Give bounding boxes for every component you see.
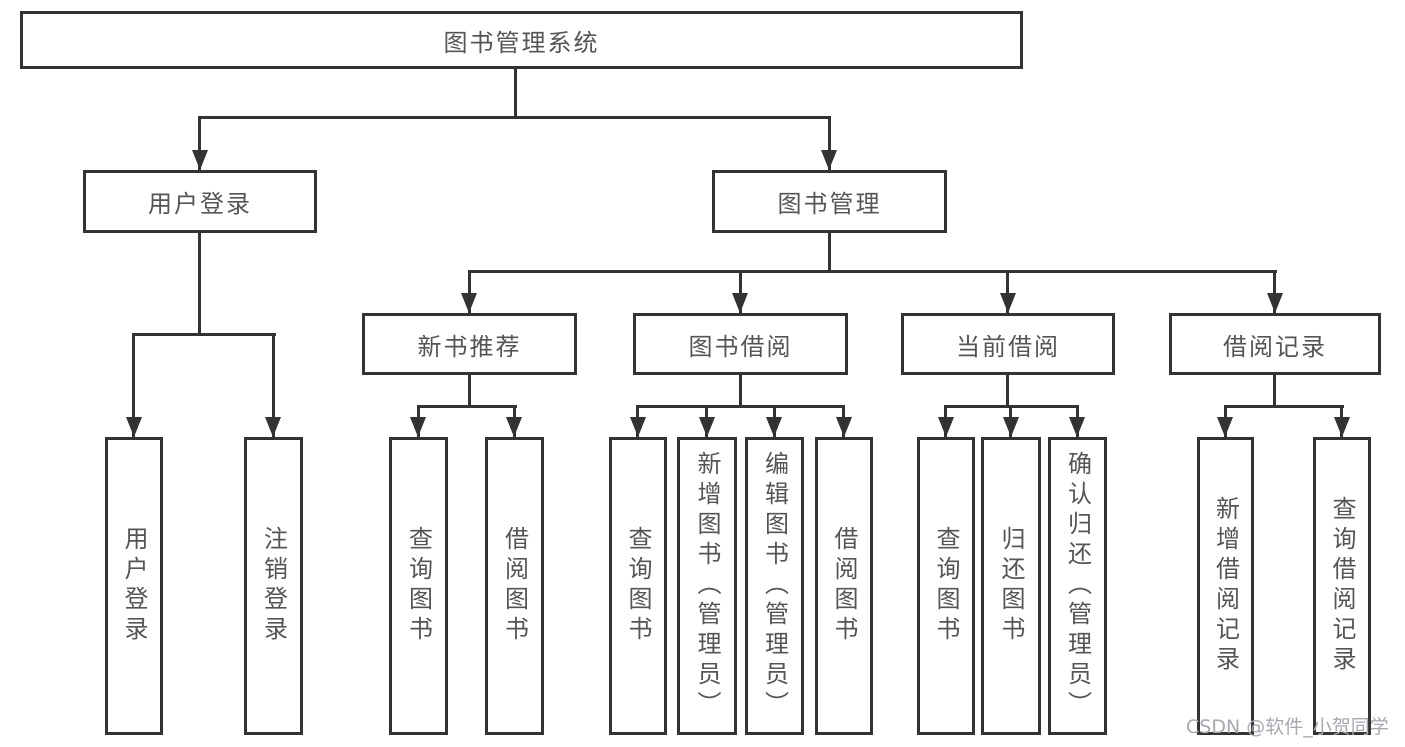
connector-user-login-stem xyxy=(198,233,201,336)
connector-book-mgmt-bar xyxy=(468,270,1277,273)
node-book-borrowing: 图书借阅 xyxy=(633,313,848,375)
leaf-return-book: 归还图书 xyxy=(981,437,1041,735)
connector-current-stem xyxy=(1006,375,1009,408)
arrowhead-down-icon xyxy=(506,417,522,437)
arrowhead-down-icon xyxy=(821,150,837,170)
arrowhead-down-icon xyxy=(1003,417,1019,437)
node-label: 新书推荐 xyxy=(417,332,522,361)
leaf-label: 新增借阅记录 xyxy=(1211,496,1240,676)
leaf-logout-login: 注销登录 xyxy=(244,437,303,735)
node-user-login: 用户登录 xyxy=(83,170,317,233)
arrowhead-down-icon xyxy=(766,417,782,437)
connector-to-book-borrowing xyxy=(739,270,742,313)
leaf-label: 借阅图书 xyxy=(500,526,529,646)
leaf-label: 用户登录 xyxy=(120,526,148,646)
connector-user-login-bar xyxy=(132,333,276,336)
arrowhead-down-icon xyxy=(630,417,646,437)
arrowhead-down-icon xyxy=(1267,293,1283,313)
leaf-label: 借阅图书 xyxy=(830,526,858,646)
connector-to-leaf-logout xyxy=(272,333,275,437)
arrowhead-down-icon xyxy=(1000,293,1016,313)
node-label: 借阅记录 xyxy=(1223,332,1327,361)
connector-borrowing-stem xyxy=(739,375,742,408)
leaf-borrow-books-borrowing: 借阅图书 xyxy=(815,437,873,735)
leaf-label: 归还图书 xyxy=(997,526,1025,646)
arrowhead-down-icon xyxy=(938,417,954,437)
leaf-query-books-recommend: 查询图书 xyxy=(389,437,448,735)
connector-recommend-stem xyxy=(468,375,471,408)
arrowhead-down-icon xyxy=(410,417,426,437)
arrowhead-down-icon xyxy=(461,293,477,313)
connector-to-book-management xyxy=(828,116,831,170)
leaf-add-book-admin: 新增图书（管理员） xyxy=(677,437,737,735)
leaf-query-borrow-record: 查询借阅记录 xyxy=(1313,437,1371,735)
leaf-label: 查询图书 xyxy=(624,526,652,646)
node-library-management-system: 图书管理系统 xyxy=(20,11,1023,69)
node-new-book-recommend: 新书推荐 xyxy=(362,313,577,375)
leaf-label: 编辑图书（管理员） xyxy=(760,451,789,721)
leaf-label: 确认归还（管理员） xyxy=(1063,451,1092,721)
connector-to-borrowing-records xyxy=(1273,270,1276,313)
leaf-confirm-return-admin: 确认归还（管理员） xyxy=(1048,437,1107,735)
arrowhead-down-icon xyxy=(1217,417,1233,437)
node-borrowing-records: 借阅记录 xyxy=(1169,313,1381,375)
leaf-query-books-borrowing: 查询图书 xyxy=(609,437,667,735)
leaf-borrow-books-recommend: 借阅图书 xyxy=(485,437,544,735)
arrowhead-down-icon xyxy=(836,417,852,437)
leaf-edit-book-admin: 编辑图书（管理员） xyxy=(745,437,804,735)
arrowhead-down-icon xyxy=(126,417,142,437)
node-label: 图书管理 xyxy=(777,190,882,218)
arrowhead-down-icon xyxy=(732,293,748,313)
node-label: 图书借阅 xyxy=(688,332,793,361)
connector-to-user-login xyxy=(198,116,201,170)
leaf-label: 查询借阅记录 xyxy=(1328,496,1356,676)
connector-to-leaf-user-login xyxy=(132,333,135,437)
node-current-borrowing: 当前借阅 xyxy=(901,313,1115,375)
node-label: 当前借阅 xyxy=(956,332,1060,361)
leaf-label: 查询图书 xyxy=(404,526,433,646)
arrowhead-down-icon xyxy=(192,150,208,170)
leaf-user-login: 用户登录 xyxy=(105,437,163,735)
arrowhead-down-icon xyxy=(699,417,715,437)
connector-to-new-book-recommend xyxy=(468,270,471,313)
leaf-label: 查询图书 xyxy=(932,526,960,646)
connector-root-stem xyxy=(514,69,517,118)
connector-to-current-borrowing xyxy=(1006,270,1009,313)
node-book-management: 图书管理 xyxy=(712,170,947,233)
connector-recommend-bar xyxy=(417,405,517,408)
leaf-query-books-current: 查询图书 xyxy=(917,437,975,735)
leaf-add-borrow-record: 新增借阅记录 xyxy=(1197,437,1254,735)
leaf-label: 新增图书（管理员） xyxy=(693,451,721,721)
node-label: 图书管理系统 xyxy=(443,28,600,57)
connector-root-bar xyxy=(198,116,831,119)
arrowhead-down-icon xyxy=(1069,417,1085,437)
leaf-label: 注销登录 xyxy=(259,526,288,646)
arrowhead-down-icon xyxy=(1334,417,1350,437)
csdn-watermark: CSDN @软件_小贺同学 xyxy=(1186,716,1389,738)
connector-borrowing-bar xyxy=(636,405,844,408)
node-label: 用户登录 xyxy=(148,190,252,218)
connector-records-stem xyxy=(1273,375,1276,408)
connector-records-bar xyxy=(1224,405,1344,408)
arrowhead-down-icon xyxy=(265,417,281,437)
connector-book-mgmt-stem xyxy=(828,233,831,273)
